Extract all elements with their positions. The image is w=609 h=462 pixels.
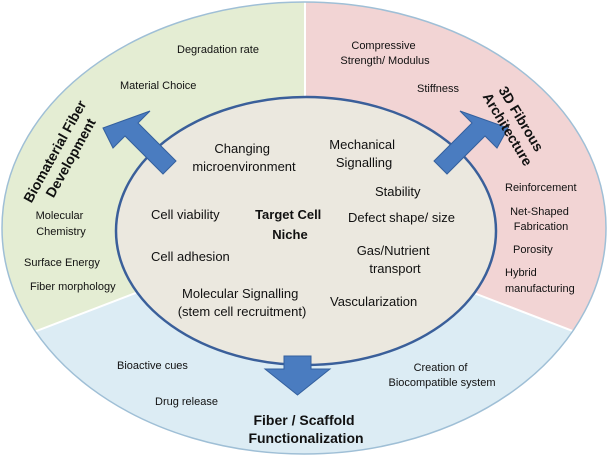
molecular-signalling-label: Molecular Signalling (stem cell recruitm… bbox=[178, 286, 307, 319]
stiffness-label: Stiffness bbox=[417, 83, 459, 95]
material-choice-label: Material Choice bbox=[120, 80, 196, 92]
changing-microenvironment-label: Changing microenvironment bbox=[192, 141, 296, 174]
vascularization-label: Vascularization bbox=[330, 294, 417, 309]
bioactive-cues-label: Bioactive cues bbox=[117, 360, 188, 372]
outer-ellipse-border bbox=[1, 1, 607, 455]
arrow-to-biomaterial bbox=[102, 110, 177, 175]
surface-energy-label: Surface Energy bbox=[24, 257, 100, 269]
cell-viability-label: Cell viability bbox=[151, 207, 220, 222]
gas-nutrient-transport-label: Gas/Nutrient transport bbox=[357, 243, 434, 276]
fiber-morphology-label: Fiber morphology bbox=[30, 281, 116, 293]
defect-shape-label: Defect shape/ size bbox=[348, 210, 455, 225]
hybrid-manufacturing-label: Hybrid manufacturing bbox=[505, 267, 575, 295]
net-shaped-fabrication-label: Net-Shaped Fabrication bbox=[510, 206, 572, 233]
functionalization-title: Fiber / Scaffold Functionalization bbox=[248, 412, 363, 446]
creation-biocompatible-label: Creation of Biocompatible system bbox=[389, 362, 496, 389]
cell-adhesion-label: Cell adhesion bbox=[151, 249, 230, 264]
arrow-to-functionalization bbox=[263, 355, 332, 396]
reinforcement-label: Reinforcement bbox=[505, 182, 577, 194]
target-cell-niche-title: Target Cell Niche bbox=[255, 207, 325, 242]
arrow-to-architecture bbox=[433, 110, 509, 175]
mechanical-signalling-label: Mechanical Signalling bbox=[329, 137, 398, 170]
compressive-strength-label: Compressive Strength/ Modulus bbox=[340, 40, 430, 67]
molecular-chemistry-label: Molecular Chemistry bbox=[36, 210, 87, 238]
degradation-rate-label: Degradation rate bbox=[177, 44, 259, 56]
porosity-label: Porosity bbox=[513, 244, 553, 256]
stability-label: Stability bbox=[375, 184, 421, 199]
drug-release-label: Drug release bbox=[155, 396, 218, 408]
